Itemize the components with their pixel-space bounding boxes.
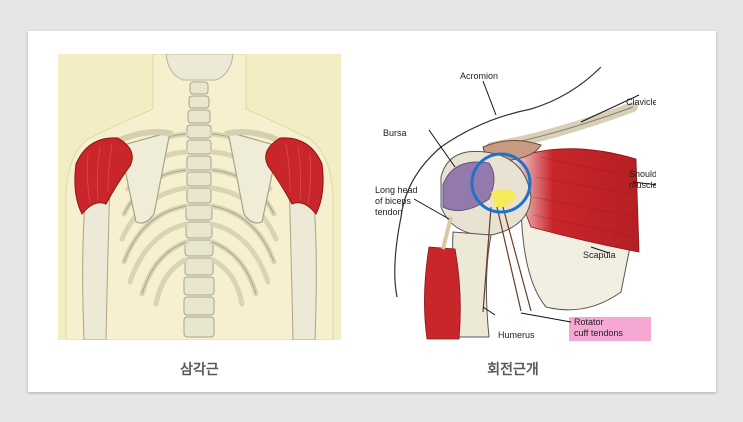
label-acromion: Acromion <box>460 71 498 81</box>
label-biceps-3: tendon <box>375 207 403 217</box>
caption-deltoid: 삼각근 <box>180 362 219 378</box>
label-biceps-2: of biceps <box>375 196 412 206</box>
label-scapula: Scapula <box>583 250 616 260</box>
left-deltoid <box>74 137 133 215</box>
label-shoulder-2: muscles <box>629 180 656 190</box>
rotator-cuff-illustration: Acromion Clavicle Bursa Shoulder muscles… <box>375 67 656 341</box>
deltoid-illustration <box>58 54 341 340</box>
label-bursa: Bursa <box>383 128 407 138</box>
content-card: Acromion Clavicle Bursa Shoulder muscles… <box>28 31 716 392</box>
label-rotator-2: cuff tendons <box>574 328 623 338</box>
right-deltoid <box>265 137 324 215</box>
label-biceps-1: Long head <box>375 185 418 195</box>
label-humerus: Humerus <box>498 330 535 340</box>
highlight-ring <box>470 152 532 214</box>
caption-rotator-cuff: 회전근개 <box>487 362 539 378</box>
label-clavicle: Clavicle <box>626 97 656 107</box>
label-shoulder-1: Shoulder <box>629 169 656 179</box>
label-rotator-1: Rotator <box>574 317 604 327</box>
